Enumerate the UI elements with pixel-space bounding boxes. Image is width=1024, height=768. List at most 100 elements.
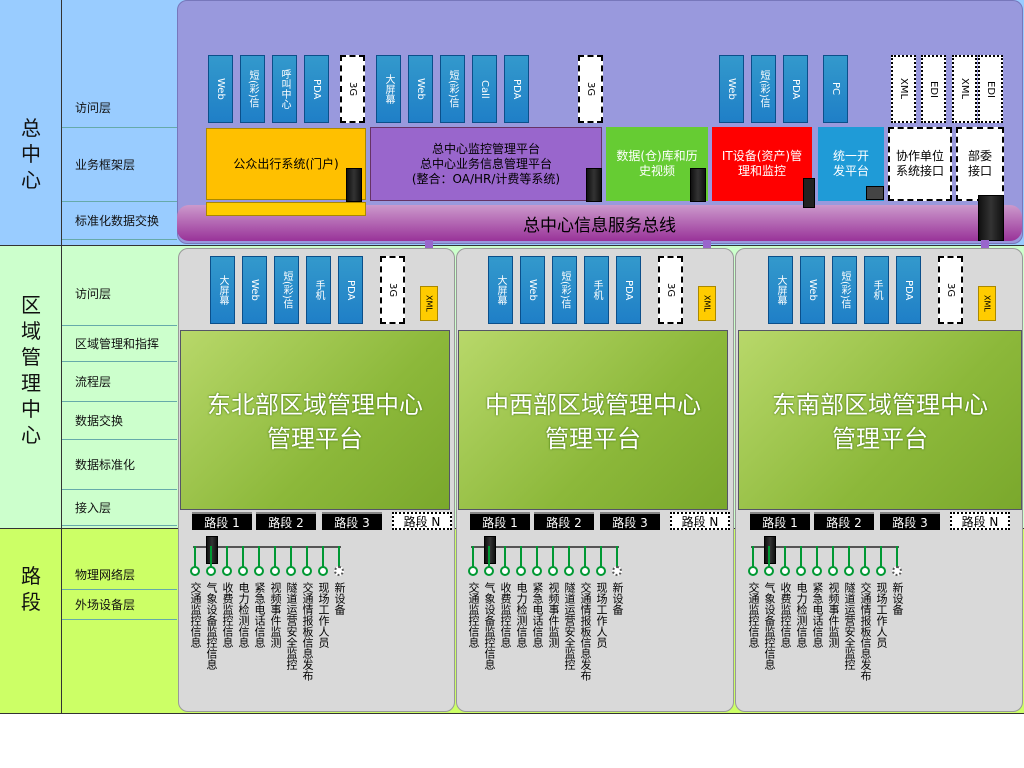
device-node bbox=[286, 566, 296, 576]
hq-channel-15: XML bbox=[891, 55, 916, 123]
public-portal-box: 公众出行系统(门户) bbox=[206, 128, 366, 200]
layer-label-region: 数据交换 bbox=[62, 402, 177, 440]
road-segment-0: 路段 1 bbox=[192, 512, 252, 530]
device-label-2: 收费监控信息 bbox=[499, 582, 512, 648]
device-label-7: 交通情报板信息发布 bbox=[301, 582, 314, 681]
server-icon bbox=[690, 168, 706, 202]
xml-tag: XML bbox=[420, 286, 438, 321]
region-channel-5: 3G bbox=[380, 256, 405, 324]
device-stem bbox=[290, 546, 292, 568]
device-rail bbox=[751, 546, 899, 548]
device-stem bbox=[816, 546, 818, 568]
region-platform-0: 东北部区域管理中心管理平台 bbox=[180, 330, 450, 510]
region-subtitle: 管理平台 bbox=[545, 425, 641, 453]
hq-channel-16: EDI bbox=[921, 55, 946, 123]
device-stem bbox=[226, 546, 228, 568]
device-label-2: 收费监控信息 bbox=[779, 582, 792, 648]
layer-label-region: 流程层 bbox=[62, 362, 177, 402]
device-stem bbox=[520, 546, 522, 568]
region-platform-2: 东南部区域管理中心管理平台 bbox=[738, 330, 1022, 510]
device-label-9: 新设备 bbox=[333, 582, 346, 615]
layer-label-hq: 业务框架层 bbox=[62, 128, 177, 202]
device-stem bbox=[194, 546, 196, 568]
device-node bbox=[796, 566, 806, 576]
device-stem bbox=[552, 546, 554, 568]
hq-channel-18: EDI bbox=[978, 55, 1003, 123]
region-title: 东南部区域管理中心 bbox=[772, 391, 988, 419]
region-channel-0: 大屏幕 bbox=[768, 256, 793, 324]
device-label-6: 隧道运营安全监控 bbox=[563, 582, 576, 670]
region-channel-1: Web bbox=[242, 256, 267, 324]
device-node bbox=[254, 566, 264, 576]
hq-monitor-platform-box: 总中心监控管理平台 总中心业务信息管理平台 (整合：OA/HR/计费等系统) bbox=[370, 127, 602, 201]
device-label-1: 气象设备监控信息 bbox=[763, 582, 776, 670]
device-label-3: 电力检测信息 bbox=[237, 582, 250, 648]
device-rail bbox=[471, 546, 619, 548]
hq-channel-11: Web bbox=[719, 55, 744, 123]
region-title: 中西部区域管理中心 bbox=[485, 391, 701, 419]
device-stem bbox=[896, 546, 898, 568]
hq-channel-13: PDA bbox=[783, 55, 808, 123]
section-region-label: 区域管理中心 bbox=[21, 293, 41, 447]
server-icon bbox=[586, 168, 602, 202]
region-channel-0: 大屏幕 bbox=[488, 256, 513, 324]
device-stem bbox=[584, 546, 586, 568]
hq-channel-8: Call bbox=[472, 55, 497, 123]
device-node bbox=[780, 566, 790, 576]
hq-channel-7: 短(彩)信 bbox=[440, 55, 465, 123]
device-node bbox=[564, 566, 574, 576]
device-stem bbox=[752, 546, 754, 568]
hq-channel-9: PDA bbox=[504, 55, 529, 123]
hq-channel-6: Web bbox=[408, 55, 433, 123]
layer-label-road: 外场设备层 bbox=[62, 590, 177, 620]
region-channel-3: 手机 bbox=[864, 256, 889, 324]
region-channel-5: 3G bbox=[938, 256, 963, 324]
device-stem bbox=[848, 546, 850, 568]
device-node bbox=[876, 566, 886, 576]
road-segment-2: 路段 3 bbox=[880, 512, 940, 530]
device-stem bbox=[616, 546, 618, 568]
device-stem bbox=[338, 546, 340, 568]
road-segment-2: 路段 3 bbox=[600, 512, 660, 530]
monitor-line3: (整合：OA/HR/计费等系统) bbox=[411, 171, 561, 186]
device-stem bbox=[242, 546, 244, 568]
road-segment-2: 路段 3 bbox=[322, 512, 382, 530]
region-channel-2: 短(彩)信 bbox=[274, 256, 299, 324]
device-label-0: 交通监控信息 bbox=[467, 582, 480, 648]
device-node bbox=[532, 566, 542, 576]
xml-tag: XML bbox=[698, 286, 716, 321]
ministry-interface-box: 部委接口 bbox=[956, 127, 1004, 201]
hq-channel-14: PC bbox=[823, 55, 848, 123]
road-segment-1: 路段 2 bbox=[256, 512, 316, 530]
road-segment-1: 路段 2 bbox=[534, 512, 594, 530]
device-node bbox=[222, 566, 232, 576]
road-segment-3: 路段 N bbox=[392, 512, 452, 530]
region-channel-3: 手机 bbox=[306, 256, 331, 324]
device-label-9: 新设备 bbox=[891, 582, 904, 615]
device-node bbox=[516, 566, 526, 576]
layer-label-hq: 标准化数据交换 bbox=[62, 202, 177, 240]
device-label-0: 交通监控信息 bbox=[747, 582, 760, 648]
section-hq-label: 总中心 bbox=[21, 116, 41, 192]
partner-interface-box: 协作单位系统接口 bbox=[888, 127, 952, 201]
layer-label-hq: 访问层 bbox=[62, 88, 177, 128]
hq-channel-5: 大屏幕 bbox=[376, 55, 401, 123]
device-label-4: 紧急电话信息 bbox=[253, 582, 266, 648]
device-node bbox=[548, 566, 558, 576]
region-subtitle: 管理平台 bbox=[267, 425, 363, 453]
device-node bbox=[468, 566, 478, 576]
device-label-9: 新设备 bbox=[611, 582, 624, 615]
road-segment-0: 路段 1 bbox=[750, 512, 810, 530]
region-title: 东北部区域管理中心 bbox=[207, 391, 423, 419]
device-label-1: 气象设备监控信息 bbox=[483, 582, 496, 670]
device-label-0: 交通监控信息 bbox=[189, 582, 202, 648]
workstation-icon bbox=[803, 178, 815, 208]
device-node bbox=[764, 566, 774, 576]
device-stem bbox=[880, 546, 882, 568]
device-node bbox=[596, 566, 606, 576]
device-label-1: 气象设备监控信息 bbox=[205, 582, 218, 670]
device-stem bbox=[784, 546, 786, 568]
device-node bbox=[860, 566, 870, 576]
xml-tag: XML bbox=[978, 286, 996, 321]
